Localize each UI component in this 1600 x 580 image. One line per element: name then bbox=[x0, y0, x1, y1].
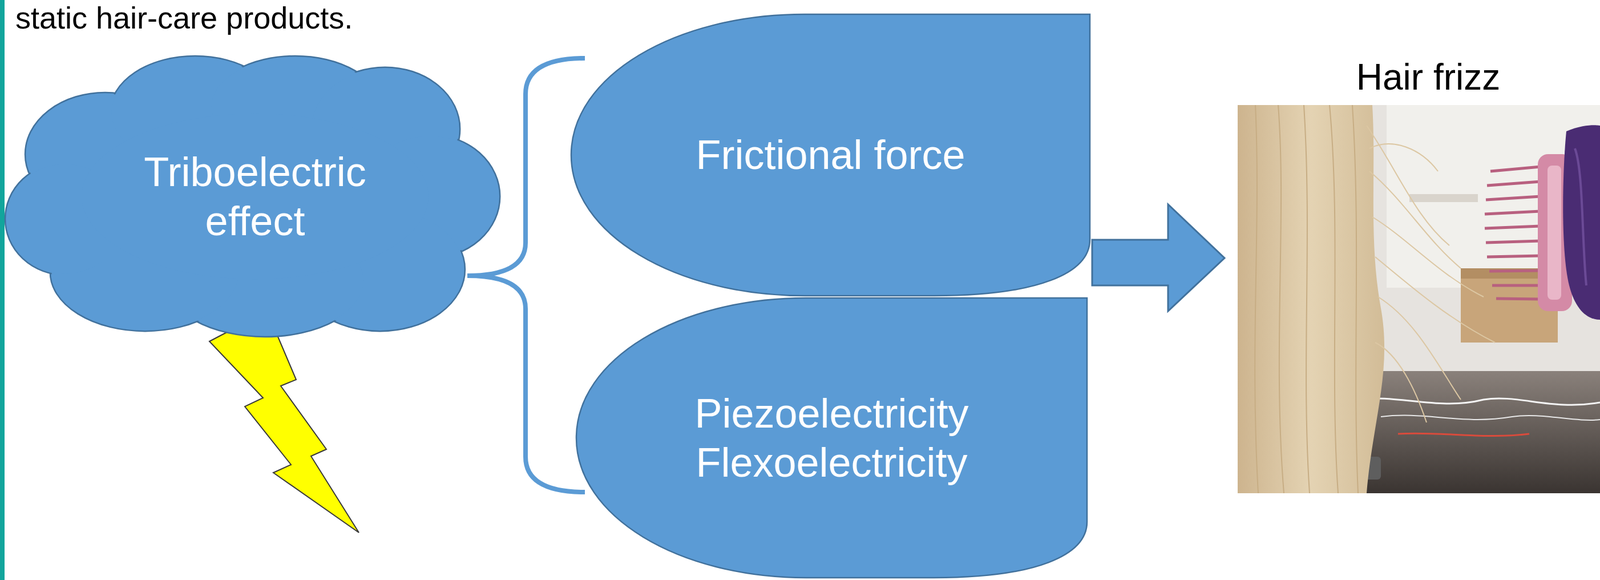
side-bar bbox=[0, 0, 5, 580]
text-area: Triboelectric effect bbox=[5, 55, 505, 337]
image-title: Hair frizz bbox=[1356, 57, 1501, 98]
text-area: Frictional force bbox=[571, 14, 1090, 296]
text-area: Piezoelectricity Flexoelectricity bbox=[576, 297, 1088, 578]
cloud-shape: Triboelectric effect bbox=[5, 55, 505, 337]
hair-frizz-photo bbox=[1237, 104, 1600, 494]
node-label: Piezoelectricity Flexoelectricity bbox=[666, 388, 998, 488]
curly-bracket bbox=[467, 58, 585, 492]
block-arrow bbox=[1092, 204, 1225, 311]
drop-outline bbox=[576, 297, 1088, 578]
cloud-outline bbox=[5, 55, 505, 337]
teardrop-box: Frictional force bbox=[571, 14, 1090, 296]
note-text: static hair-care products. bbox=[15, 1, 353, 35]
teardrop-box: Piezoelectricity Flexoelectricity bbox=[576, 297, 1088, 578]
node-label: Triboelectric effect bbox=[112, 147, 398, 246]
node-label: Frictional force bbox=[695, 130, 965, 180]
lightning-bolt bbox=[209, 310, 359, 533]
